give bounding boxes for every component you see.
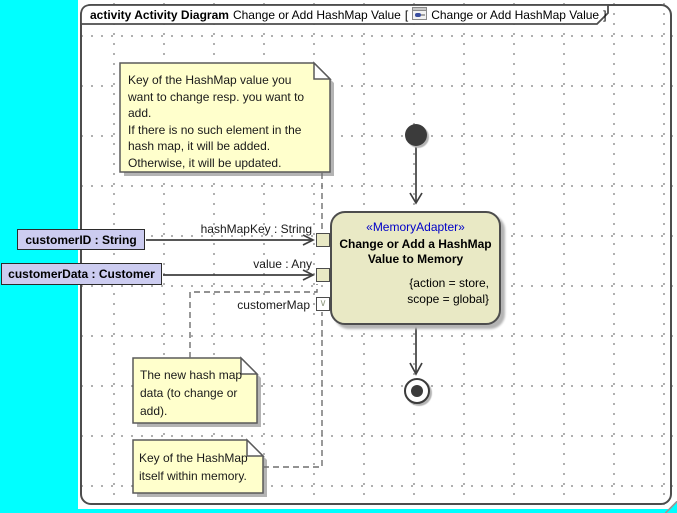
activity-final-node[interactable] bbox=[404, 378, 430, 404]
frame-bracket-close: ] bbox=[603, 8, 607, 22]
frame-title[interactable]: activity Activity Diagram Change or Add … bbox=[90, 6, 607, 24]
label-value[interactable]: value : Any bbox=[253, 257, 312, 271]
frame-kind-label: activity Activity Diagram bbox=[90, 8, 229, 22]
note-map-shape[interactable] bbox=[132, 439, 264, 494]
note-value-text[interactable]: The new hash map data (to change or add)… bbox=[140, 368, 243, 418]
arrowhead-action-top bbox=[409, 192, 423, 205]
note-key-shape[interactable] bbox=[119, 62, 331, 173]
anchor-value-note-to-pin[interactable] bbox=[189, 284, 318, 358]
pin-customermap[interactable]: ∨ bbox=[316, 297, 330, 311]
anchor-map-note-to-pin[interactable] bbox=[263, 312, 323, 468]
label-customermap[interactable]: customerMap bbox=[237, 298, 310, 312]
frame-ref-name: Change or Add HashMap Value bbox=[431, 8, 600, 22]
action-name: Change or Add a HashMap Value to Memory bbox=[339, 237, 492, 266]
parameter-node-customer-id[interactable]: customerID : String bbox=[17, 229, 145, 250]
note-value-fold-icon bbox=[240, 356, 259, 375]
activity-final-inner-dot bbox=[411, 385, 423, 397]
action-constraint: {action = store, scope = global} bbox=[407, 276, 489, 306]
arrowhead-final bbox=[409, 362, 423, 376]
frame-diagram-name: Change or Add HashMap Value bbox=[232, 8, 401, 22]
action-stereotype: «MemoryAdapter» bbox=[366, 220, 465, 234]
action-node-change-or-add-hashmap[interactable]: «MemoryAdapter» Change or Add a HashMap … bbox=[330, 211, 501, 325]
initial-node[interactable] bbox=[405, 124, 427, 146]
arrowhead-hashmapkey bbox=[302, 234, 315, 246]
frame-bracket-open: [ bbox=[404, 8, 409, 22]
value-pin-glyph-icon: ∨ bbox=[319, 298, 327, 309]
page-corner-fold bbox=[665, 501, 677, 513]
frame-title-pentagon[interactable] bbox=[80, 4, 609, 25]
parameter-node-customer-data[interactable]: customerData : Customer bbox=[1, 263, 162, 285]
note-key-fold-icon bbox=[313, 61, 332, 80]
pin-hashmapkey[interactable] bbox=[316, 233, 330, 247]
arrowhead-value bbox=[302, 269, 315, 281]
note-map-fold-icon bbox=[246, 438, 265, 457]
activity-diagram-icon bbox=[412, 6, 428, 24]
note-key-text[interactable]: Key of the HashMap value you want to cha… bbox=[128, 73, 305, 170]
note-value-shape[interactable] bbox=[132, 357, 258, 424]
pin-value[interactable] bbox=[316, 268, 330, 282]
note-map-text[interactable]: Key of the HashMap itself within memory. bbox=[139, 451, 248, 483]
label-hashmapkey[interactable]: hashMapKey : String bbox=[200, 222, 312, 236]
